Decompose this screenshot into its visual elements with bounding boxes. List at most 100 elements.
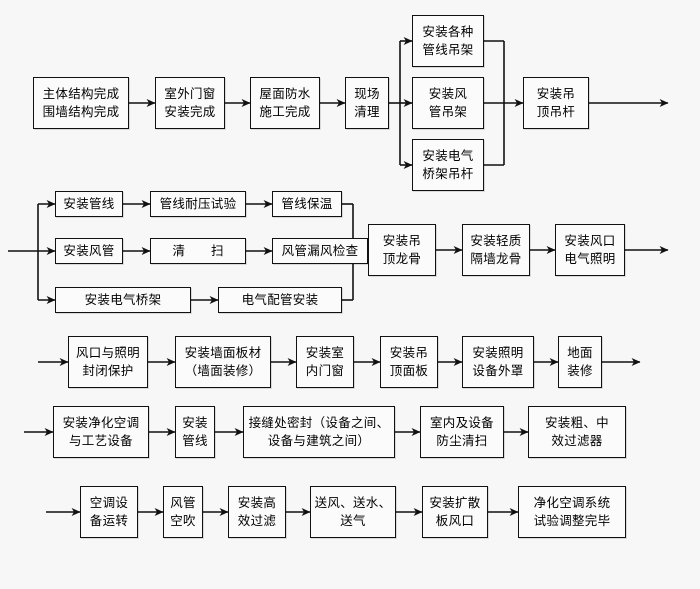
flow-node-label: 施工完成 [259, 104, 311, 119]
flow-node-label: 安装照明 [472, 345, 524, 361]
flow-node-label: 安装吊 [536, 86, 576, 102]
flow-node-label: 安装吊 [389, 345, 429, 361]
flow-node-n13[interactable]: 清 扫 [150, 238, 246, 264]
flow-node-label: 设备外罩 [472, 363, 524, 378]
flow-node-label: 屋面防水 [259, 86, 311, 102]
flow-node-label: 电气照明 [564, 251, 616, 266]
flow-node-label: 空吹 [170, 513, 196, 528]
flow-node-label: 桥架吊杆 [422, 166, 474, 181]
flow-node-label: 安装粗、中 [544, 415, 609, 431]
flow-node-label: 安装风口 [564, 233, 616, 249]
flow-node-n15[interactable]: 安装电气桥架 [55, 287, 191, 313]
flow-node-label: 效过滤器 [551, 433, 603, 448]
flow-node-n3[interactable]: 屋面防水施工完成 [250, 77, 320, 129]
flow-node-label: 安装电气桥架 [84, 292, 162, 308]
flow-node-label: 顶面板 [389, 363, 429, 378]
flow-node-label: 送风、送水、 [314, 495, 392, 511]
flow-node-label: 安装轻质 [470, 233, 522, 249]
flow-node-label: 安装扩散 [429, 495, 481, 511]
flow-node-n35[interactable]: 安装扩散板风口 [422, 486, 488, 538]
flow-node-n12[interactable]: 安装风管 [55, 238, 123, 264]
flow-node-n34[interactable]: 送风、送水、送气 [310, 486, 396, 538]
flow-node-n30[interactable]: 安装粗、中效过滤器 [528, 406, 626, 458]
flow-node-n19[interactable]: 安装风口电气照明 [555, 224, 625, 276]
flow-node-label: （墙面装修） [184, 363, 262, 378]
flow-node-label: 安装完成 [164, 104, 216, 119]
flow-node-label: 安装净化空调 [62, 415, 140, 431]
flow-node-label: 电气配管安装 [241, 292, 319, 308]
flow-node-n31[interactable]: 空调设备运转 [80, 486, 138, 538]
flow-node-n14[interactable]: 风管漏风检查 [272, 238, 368, 264]
flow-node-label: 净化空调系统 [533, 495, 611, 511]
flow-node-n4[interactable]: 现场清理 [345, 77, 389, 129]
flow-node-label: 安装管线 [63, 196, 115, 212]
flow-node-label: 安装墙面板材 [184, 345, 262, 361]
flow-node-label: 室外门窗 [164, 86, 216, 102]
flow-node-n11[interactable]: 管线保温 [272, 191, 342, 217]
flow-node-label: 与工艺设备 [68, 433, 133, 448]
flow-node-label: 管线耐压试验 [159, 196, 237, 212]
flow-node-label: 管吊架 [428, 104, 468, 119]
flow-node-n29[interactable]: 室内及设备防尘清扫 [420, 406, 504, 458]
flow-node-n24[interactable]: 安装照明设备外罩 [462, 336, 534, 388]
flow-node-label: 管线 [182, 433, 208, 448]
flow-node-label: 效过滤 [237, 513, 277, 528]
flow-node-n36[interactable]: 净化空调系统试验调整完毕 [518, 486, 626, 538]
flow-node-n25[interactable]: 地面装修 [558, 336, 602, 388]
flow-node-n32[interactable]: 风管空吹 [163, 486, 203, 538]
flow-node-label: 主体结构完成 [42, 86, 120, 102]
flow-node-label: 现场 [354, 86, 380, 102]
flow-node-n2[interactable]: 室外门窗安装完成 [155, 77, 225, 129]
flow-node-n9[interactable]: 安装管线 [55, 191, 123, 217]
flow-node-label: 风管漏风检查 [281, 243, 359, 259]
flow-node-label: 隔墙龙骨 [470, 251, 522, 266]
flow-node-label: 送气 [340, 513, 366, 528]
flow-node-label: 顶龙骨 [382, 251, 422, 266]
flow-node-label: 室内及设备 [429, 415, 494, 431]
flow-node-n26[interactable]: 安装净化空调与工艺设备 [53, 406, 149, 458]
flow-node-n16[interactable]: 电气配管安装 [218, 287, 342, 313]
flow-node-label: 安装高 [237, 495, 277, 511]
flow-node-n21[interactable]: 安装墙面板材 （墙面装修） [175, 336, 271, 388]
flow-node-label: 备运转 [89, 513, 129, 528]
flow-node-n10[interactable]: 管线耐压试验 [150, 191, 246, 217]
flow-node-label: 安装各种 [422, 24, 474, 40]
flow-node-n22[interactable]: 安装室内门窗 [296, 336, 354, 388]
flow-node-label: 围墙结构完成 [42, 104, 120, 119]
flow-node-label: 管线保温 [281, 196, 333, 212]
flow-node-label: 安装电气 [422, 148, 474, 164]
flow-node-n20[interactable]: 风口与照明封闭保护 [68, 336, 148, 388]
flow-node-label: 管线吊架 [422, 42, 474, 57]
flow-node-label: 接缝处密封（设备之间、 [248, 415, 390, 431]
flow-node-label: 试验调整完毕 [533, 513, 611, 528]
flow-node-label: 设备与建筑之间） [267, 433, 371, 448]
flow-node-n7[interactable]: 安装电气桥架吊杆 [412, 139, 484, 191]
flow-node-n23[interactable]: 安装吊顶面板 [380, 336, 438, 388]
flow-node-n33[interactable]: 安装高效过滤 [228, 486, 286, 538]
flow-node-label: 安装室 [305, 345, 345, 361]
flow-node-n1[interactable]: 主体结构完成围墙结构完成 [33, 77, 129, 129]
flow-node-label: 风口与照明 [75, 345, 140, 361]
flow-node-label: 安装 [182, 415, 208, 431]
flow-node-label: 清理 [354, 104, 380, 119]
flow-node-label: 内门窗 [305, 363, 345, 378]
flow-node-n18[interactable]: 安装轻质隔墙龙骨 [462, 224, 530, 276]
flow-node-n5[interactable]: 安装各种管线吊架 [412, 15, 484, 67]
flow-node-label: 封闭保护 [82, 363, 134, 378]
flow-node-label: 装修 [567, 363, 593, 378]
flow-node-n17[interactable]: 安装吊顶龙骨 [368, 224, 436, 276]
flow-node-label: 清 扫 [172, 243, 230, 259]
flow-node-label: 空调设 [89, 495, 129, 511]
flow-node-label: 板风口 [435, 513, 475, 528]
flow-node-label: 防尘清扫 [436, 433, 488, 448]
flow-node-n28[interactable]: 接缝处密封（设备之间、设备与建筑之间） [243, 406, 395, 458]
flow-node-n27[interactable]: 安装管线 [175, 406, 215, 458]
flow-node-label: 地面 [567, 345, 593, 361]
flow-node-label: 风管 [170, 495, 196, 511]
flow-node-label: 顶吊杆 [536, 104, 576, 119]
flow-node-n8[interactable]: 安装吊顶吊杆 [523, 77, 589, 129]
flow-node-n6[interactable]: 安装风管吊架 [412, 77, 484, 129]
flow-node-label: 安装风 [428, 86, 468, 102]
